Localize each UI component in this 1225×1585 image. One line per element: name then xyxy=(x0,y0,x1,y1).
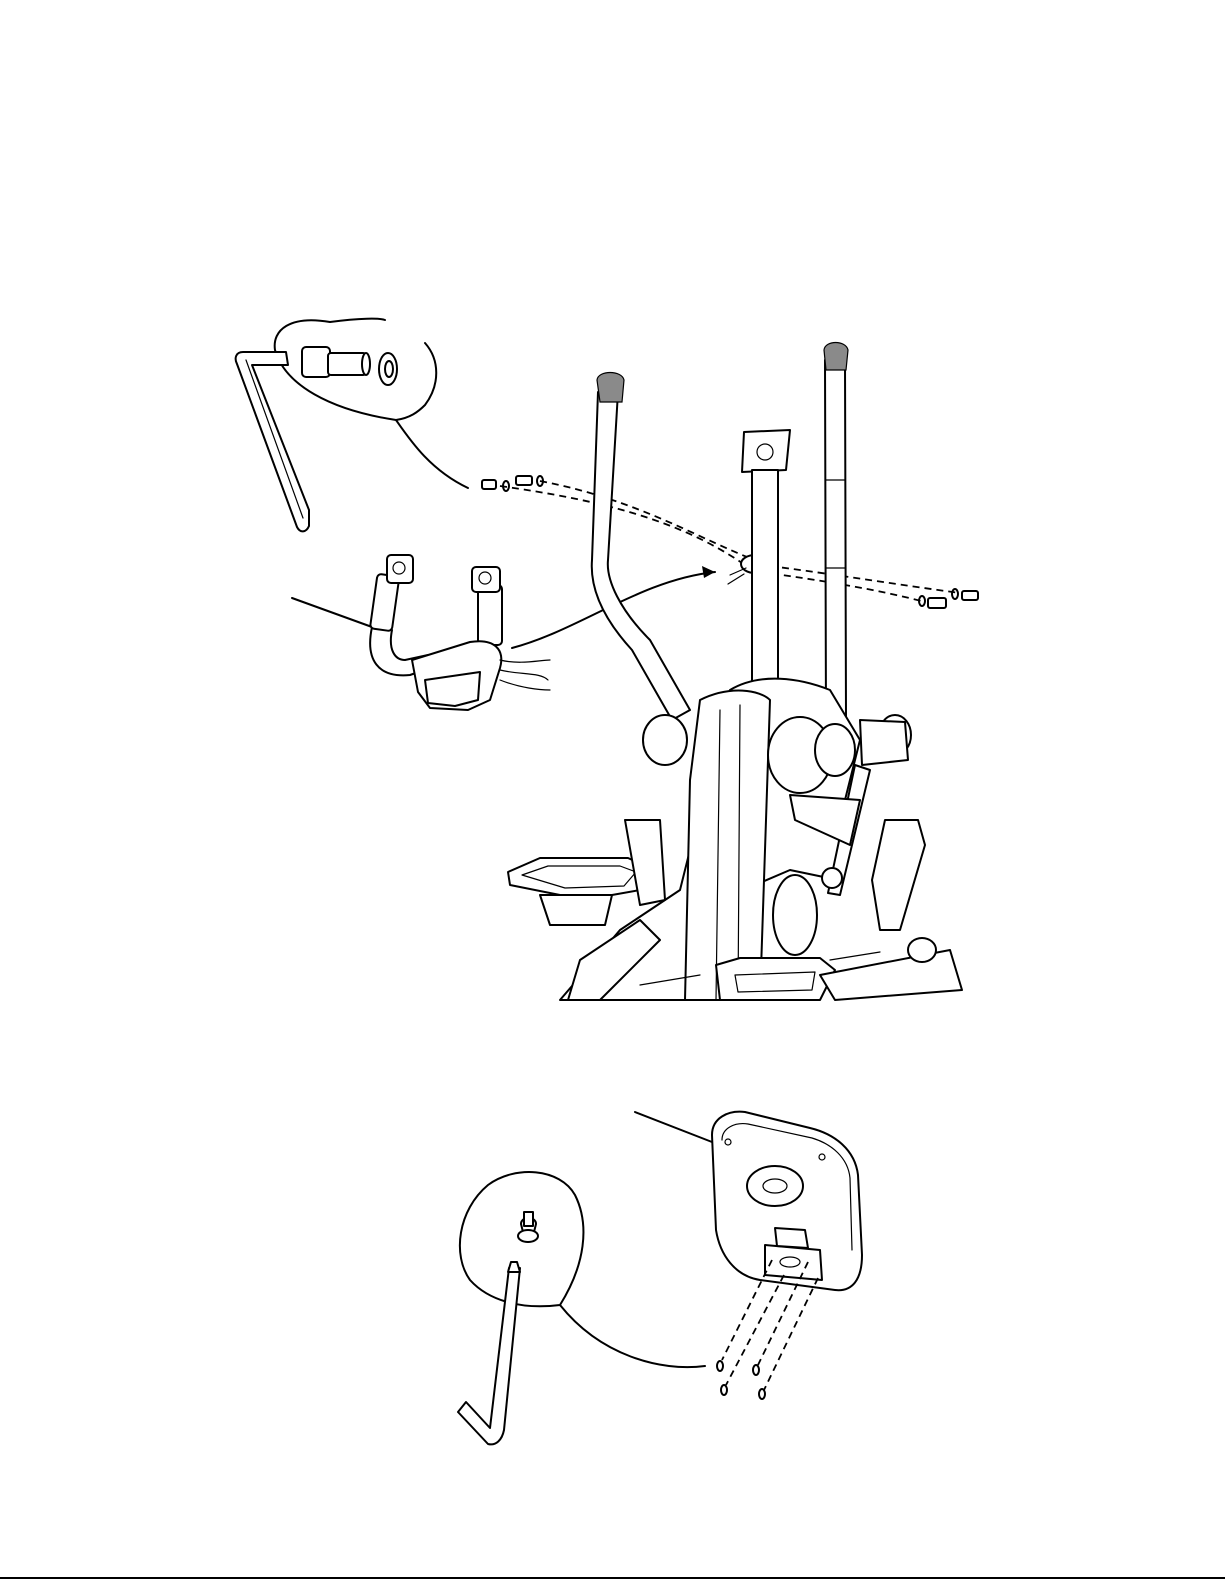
handlebar-installation-figure xyxy=(236,319,978,1000)
bolts-left xyxy=(482,476,543,491)
console-icon xyxy=(712,1112,862,1291)
center-pedal xyxy=(716,958,835,1000)
washer-icon xyxy=(379,353,397,385)
screw-detail-icon xyxy=(518,1212,538,1242)
detail-bubble-bolt xyxy=(236,319,468,532)
detail-bubble-screw xyxy=(458,1172,705,1444)
hex-key-icon xyxy=(458,1262,520,1444)
screws-icon xyxy=(717,1361,765,1399)
console-installation-figure xyxy=(458,1112,862,1445)
shoulder-bolt-icon xyxy=(302,347,370,377)
handlebar-assembly xyxy=(370,555,550,710)
left-pedal xyxy=(508,820,665,925)
left-moving-arm xyxy=(592,373,690,721)
mounting-plate xyxy=(765,1245,822,1280)
hex-key-icon xyxy=(236,352,309,531)
right-moving-arm xyxy=(824,343,848,726)
footer-rule xyxy=(0,1577,1225,1579)
